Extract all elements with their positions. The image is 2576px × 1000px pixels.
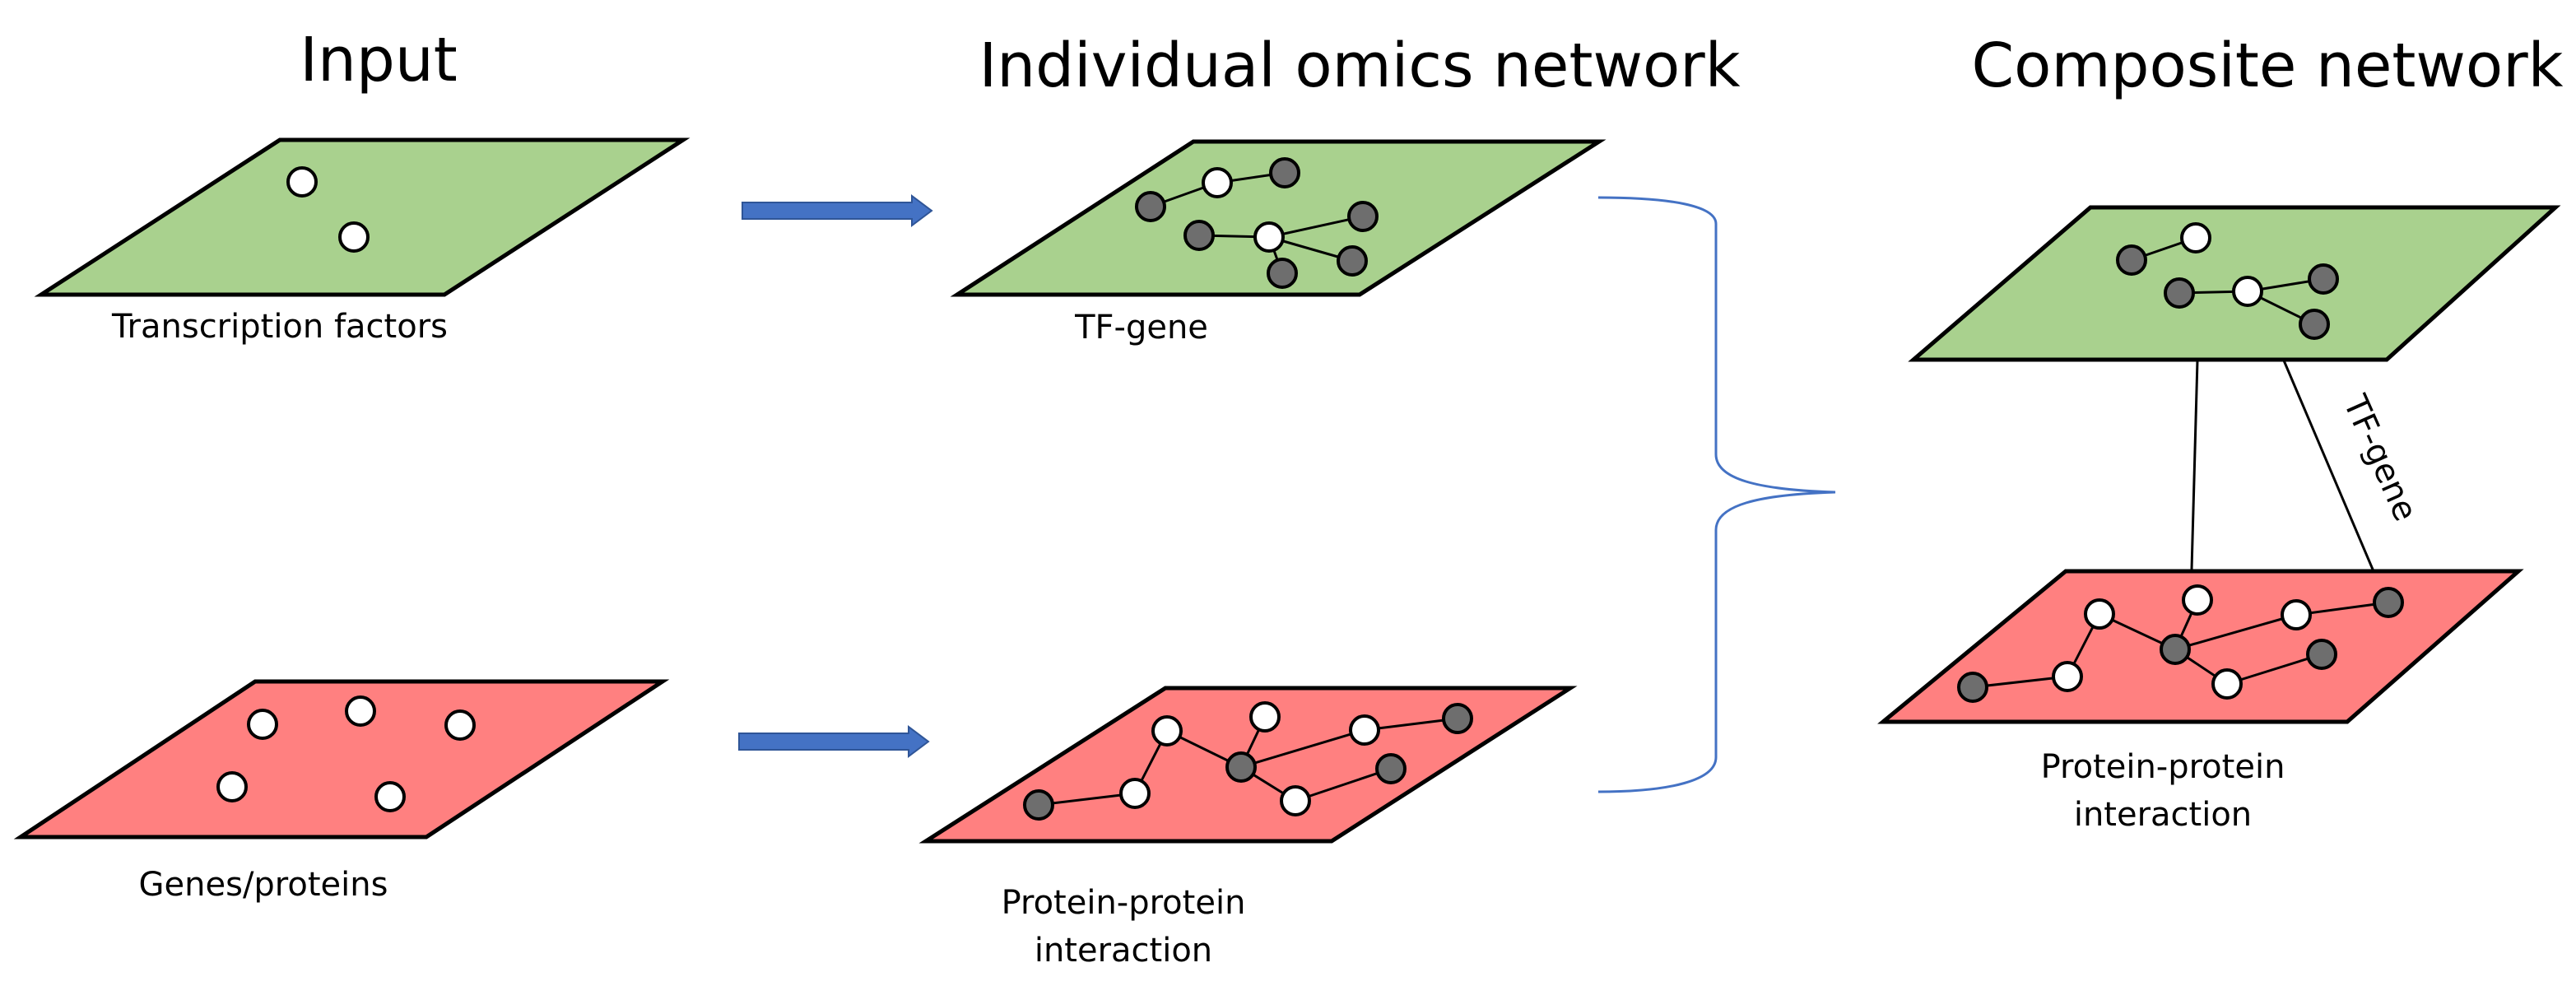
inter-layer-link	[2189, 360, 2199, 600]
caption-composite-link: TF-gene	[2336, 389, 2425, 527]
node-filled	[1135, 191, 1166, 222]
node-hollow	[2084, 598, 2115, 630]
input-tf-layer	[34, 137, 690, 297]
node-hollow	[1280, 785, 1311, 816]
caption-ppi-line2: interaction	[1035, 932, 1212, 970]
caption-transcription-factors: Transcription factors	[111, 308, 448, 346]
caption-composite-ppi-line1: Protein-protein	[2041, 748, 2285, 786]
node-filled	[1183, 220, 1215, 251]
node-hollow	[1349, 714, 1380, 746]
caption-tf-gene: TF-gene	[1074, 309, 1208, 347]
node-hollow	[2052, 661, 2083, 692]
node-hollow	[216, 771, 248, 802]
node-filled	[2373, 587, 2404, 618]
node-filled	[2299, 309, 2330, 340]
caption-ppi-line1: Protein-protein	[1002, 884, 1246, 922]
tf-plane	[34, 137, 690, 297]
node-hollow	[286, 166, 318, 198]
heading-individual-network: Individual omics network	[979, 30, 1740, 101]
node-filled	[2164, 277, 2195, 309]
node-filled	[2308, 263, 2339, 295]
right-curly-brace-icon	[1597, 196, 1836, 793]
node-hollow	[2180, 222, 2211, 253]
right-arrow-icon	[738, 725, 930, 758]
node-hollow	[2281, 599, 2312, 630]
node-filled	[2306, 639, 2337, 670]
node-hollow	[1202, 167, 1233, 198]
node-filled	[1337, 245, 1368, 277]
input-gene-layer	[13, 679, 670, 840]
heading-composite-network: Composite network	[1972, 30, 2564, 101]
gene-plane	[13, 679, 670, 840]
node-filled	[1375, 753, 1407, 784]
gene-plane	[1877, 569, 2524, 724]
inter-layer-link	[2282, 360, 2387, 599]
node-filled	[2160, 634, 2191, 665]
node-hollow	[1253, 221, 1285, 253]
node-hollow	[444, 709, 476, 741]
caption-genes-proteins: Genes/proteins	[139, 866, 388, 904]
tf-plane	[950, 139, 1607, 297]
node-hollow	[1119, 778, 1151, 809]
node-filled	[1957, 672, 1988, 703]
node-hollow	[2232, 276, 2263, 307]
tf-gene-network-layer	[950, 139, 1607, 297]
node-filled	[1269, 157, 1300, 188]
node-hollow	[247, 709, 278, 740]
node-hollow	[345, 695, 376, 727]
node-hollow	[338, 221, 370, 253]
right-arrow-icon	[742, 194, 933, 227]
heading-input: Input	[300, 25, 458, 95]
node-hollow	[374, 781, 406, 812]
node-hollow	[1249, 701, 1281, 733]
node-filled	[1267, 258, 1298, 289]
node-filled	[1442, 703, 1473, 734]
node-filled	[2116, 244, 2147, 276]
node-hollow	[2211, 668, 2243, 700]
caption-composite-ppi-line2: interaction	[2074, 796, 2252, 834]
node-filled	[1347, 201, 1379, 232]
composite-tf-layer	[1908, 205, 2561, 362]
node-filled	[1023, 789, 1054, 821]
node-filled	[1225, 751, 1257, 783]
node-hollow	[1151, 715, 1183, 747]
node-hollow	[2182, 584, 2213, 616]
ppi-network-layer	[918, 686, 1578, 844]
composite-ppi-layer	[1877, 569, 2524, 724]
